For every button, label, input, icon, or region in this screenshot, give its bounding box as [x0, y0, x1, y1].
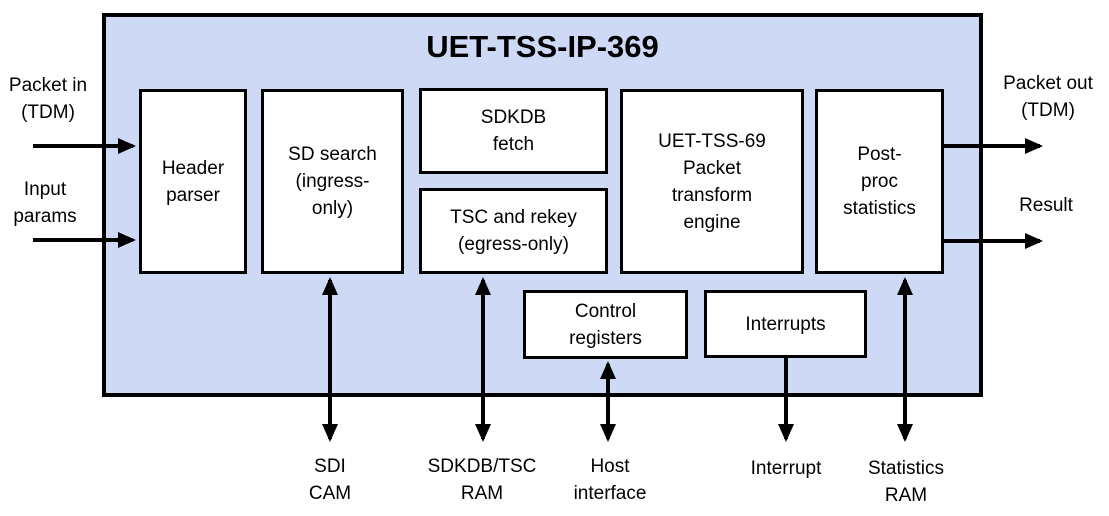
label-sdi-cam: SDI CAM [308, 456, 352, 504]
block-header-parser: Header parser [139, 89, 247, 274]
block-control-registers: Control registers [523, 290, 688, 359]
label-result: Result [1019, 195, 1073, 216]
label-sdkdb-tsc-ram: SDKDB/TSC RAM [427, 456, 537, 504]
label-packet-in: Packet in (TDM) [8, 75, 88, 123]
block-packet-transform-engine: UET-TSS-69 Packet transform engine [620, 89, 804, 274]
label-statistics-ram: Statistics RAM [867, 458, 945, 506]
label-input-params: Input params [13, 179, 77, 227]
diagram-title: UET-TSS-IP-369 [426, 29, 659, 64]
block-interrupts: Interrupts [704, 290, 867, 358]
label-interrupt: Interrupt [750, 458, 822, 479]
block-post-proc-statistics: Post- proc statistics [815, 89, 944, 274]
block-tsc-rekey: TSC and rekey (egress-only) [419, 188, 608, 274]
label-host-interface: Host interface [573, 456, 647, 504]
label-packet-out: Packet out (TDM) [1003, 73, 1093, 121]
block-sd-search: SD search (ingress- only) [261, 89, 404, 274]
block-sdkdb-fetch: SDKDB fetch [419, 88, 608, 174]
